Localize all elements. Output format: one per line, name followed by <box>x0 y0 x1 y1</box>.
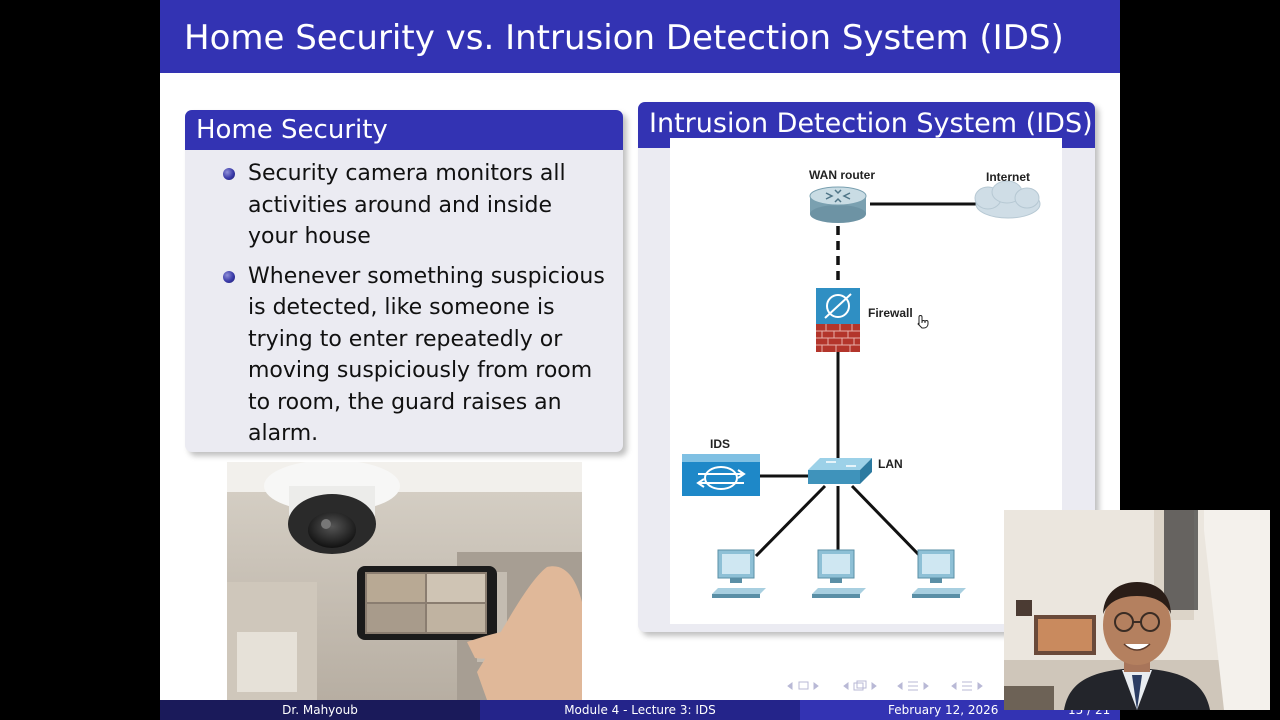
network-diagram-svg <box>682 180 1041 598</box>
beamer-navigation[interactable] <box>782 678 1002 694</box>
firewall-icon <box>816 288 860 352</box>
home-security-block: Home Security Security camera monitors a… <box>185 110 623 452</box>
footer-author: Dr. Mahyoub <box>160 700 480 720</box>
cloud-icon <box>974 180 1041 219</box>
slide-title: Home Security vs. Intrusion Detection Sy… <box>184 18 1064 58</box>
pc-icon <box>912 549 966 598</box>
bullet-icon <box>223 168 235 180</box>
link-lan-pc3 <box>850 484 922 558</box>
ids-block: Intrusion Detection System (IDS) <box>638 102 1095 632</box>
network-diagram: WAN router Internet Firewall IDS LAN <box>670 138 1062 624</box>
pc-icon <box>712 549 766 598</box>
firewall-label: Firewall <box>868 306 913 320</box>
lan-label: LAN <box>878 457 903 471</box>
footer-date: February 12, 2026 <box>888 703 999 717</box>
ids-label: IDS <box>710 437 731 451</box>
switch-icon <box>808 458 872 484</box>
pc-icon <box>812 549 866 598</box>
bullet-text: Security camera monitors all activities … <box>248 161 566 249</box>
link-lan-pc1 <box>754 484 827 558</box>
slide: Home Security vs. Intrusion Detection Sy… <box>160 0 1120 720</box>
internet-label: Internet <box>986 170 1031 184</box>
footer-course: Module 4 - Lecture 3: IDS <box>480 700 800 720</box>
ids-appliance-icon <box>682 454 760 496</box>
security-camera-photo <box>227 462 582 700</box>
home-security-heading: Home Security <box>185 110 623 150</box>
bullet-text: Whenever something suspicious is detecte… <box>248 263 605 447</box>
wan-router-label: WAN router <box>809 168 875 182</box>
hand-cursor-icon <box>917 315 929 329</box>
home-security-bullets: Security camera monitors all activities … <box>185 158 623 458</box>
presenter-video <box>1004 510 1270 710</box>
bullet-icon <box>223 270 235 283</box>
title-bar: Home Security vs. Intrusion Detection Sy… <box>160 0 1120 73</box>
router-icon <box>809 186 867 223</box>
footer: Dr. Mahyoub Module 4 - Lecture 3: IDS Fe… <box>160 700 1120 720</box>
bullet-item: Whenever something suspicious is detecte… <box>185 261 623 450</box>
bullet-item: Security camera monitors all activities … <box>185 158 623 253</box>
nav-prev-icon <box>787 682 793 690</box>
